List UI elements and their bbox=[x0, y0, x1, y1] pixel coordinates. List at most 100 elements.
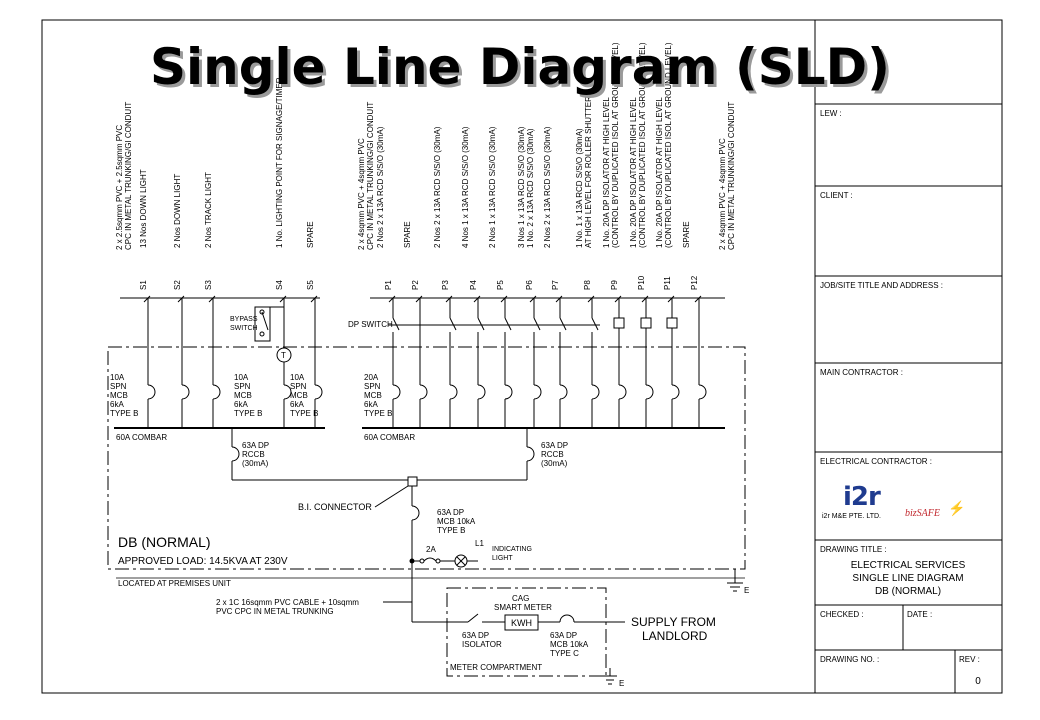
main-mcb-label-1: 63A DP bbox=[437, 508, 464, 517]
circuit-desc-p5-0: 2 Nos 1 x 13A RCD S/S/O (30mA) bbox=[488, 126, 497, 248]
right-rccb-label-1: 63A DP bbox=[541, 441, 568, 450]
main-mcb-label-3: TYPE B bbox=[437, 526, 465, 535]
isolator-p9 bbox=[613, 317, 625, 329]
mcb-p10 bbox=[645, 384, 654, 400]
right-combar-label: 60A COMBAR bbox=[364, 433, 415, 442]
mcb-p5 bbox=[504, 384, 513, 400]
left-cable-spec-1: 2 x 2.5sqmm PVC + 2.5sqmm PVC bbox=[115, 125, 124, 250]
circuit-desc-p8-0: 1 No. 1 x 13A RCD S/S/O (30mA) bbox=[575, 128, 584, 248]
client-label: CLIENT : bbox=[820, 191, 853, 200]
svg-text:10A: 10A bbox=[234, 373, 249, 382]
circuit-desc-p3-0: 2 Nos 2 x 13A RCD S/S/O (30mA) bbox=[433, 126, 442, 248]
isolator-p10 bbox=[640, 317, 652, 329]
circuit-desc-p6-0: 3 Nos 1 x 13A RCD S/S/O (30mA) bbox=[517, 126, 526, 248]
circuit-id-s4: S4 bbox=[275, 280, 284, 290]
svg-text:TYPE B: TYPE B bbox=[234, 409, 262, 418]
svg-text:SPN: SPN bbox=[364, 382, 381, 391]
circuit-desc-p9-1: (CONTROL BY DUPLICATED ISOL AT GROUND LE… bbox=[611, 42, 620, 248]
bypass-switch-label-1: BYPASS bbox=[230, 316, 258, 323]
circuit-id-p8: P8 bbox=[583, 280, 592, 290]
rev-value: 0 bbox=[975, 676, 981, 687]
db-earth-label: E bbox=[744, 586, 749, 595]
kwh-label: KWH bbox=[511, 618, 532, 628]
dp-switch-p7 bbox=[559, 317, 567, 331]
fuse-2a-label: 2A bbox=[426, 545, 436, 554]
meter-mcb-label-2: MCB 10kA bbox=[550, 640, 589, 649]
db-enclosure bbox=[107, 346, 746, 570]
svg-text:6kA: 6kA bbox=[110, 400, 124, 409]
circuit-desc-s1: 13 Nos DOWN LIGHT bbox=[139, 169, 148, 248]
circuit-desc-p9-0: 1 No. 20A DP ISOLATOR AT HIGH LEVEL bbox=[602, 97, 611, 248]
db-name: DB (NORMAL) bbox=[118, 534, 211, 550]
incoming-cable-label-2: PVC CPC IN METAL TRUNKING bbox=[216, 607, 334, 616]
left-rccb-label-2: RCCB bbox=[242, 450, 265, 459]
dp-switch-p4 bbox=[477, 317, 485, 331]
circuit-id-p12: P12 bbox=[690, 275, 699, 290]
svg-text:6kA: 6kA bbox=[234, 400, 248, 409]
l1-label: L1 bbox=[475, 539, 484, 548]
left-cable-spec-2: CPC IN METAL TRUNKING/GI CONDUIT bbox=[124, 102, 133, 250]
svg-text:SPN: SPN bbox=[290, 382, 307, 391]
svg-text:SPN: SPN bbox=[234, 382, 251, 391]
job-label: JOB/SITE TITLE AND ADDRESS : bbox=[820, 281, 943, 290]
circuit-id-p3: P3 bbox=[441, 280, 450, 290]
svg-text:MCB: MCB bbox=[234, 391, 252, 400]
drawing-frame bbox=[41, 19, 1003, 694]
bca-logo-icon: ⚡ bbox=[948, 500, 966, 516]
drawing-title-label: DRAWING TITLE : bbox=[820, 545, 887, 554]
meter-compartment-label: METER COMPARTMENT bbox=[450, 663, 542, 672]
right-rccb-label-2: RCCB bbox=[541, 450, 564, 459]
meter-mcb-label-1: 63A DP bbox=[550, 631, 577, 640]
circuit-desc-s3: 2 Nos TRACK LIGHT bbox=[204, 172, 213, 248]
checked-label: CHECKED : bbox=[820, 610, 864, 619]
svg-text:20A: 20A bbox=[364, 373, 379, 382]
circuit-id-p1: P1 bbox=[384, 280, 393, 290]
svg-text:MCB: MCB bbox=[290, 391, 308, 400]
bi-connector-symbol bbox=[407, 476, 418, 487]
drawing-no-label: DRAWING NO. : bbox=[820, 655, 879, 664]
meter-compartment bbox=[446, 587, 607, 677]
circuit-desc-p11-0: 1 No. 20A DP ISOLATOR AT HIGH LEVEL bbox=[655, 97, 664, 248]
cag-label: CAG bbox=[512, 594, 529, 603]
far-right-cable-spec-2: CPC IN METAL TRUNKING/GI CONDUIT bbox=[727, 102, 736, 250]
circuit-id-s5: S5 bbox=[306, 280, 315, 290]
bi-connector-label: B.I. CONNECTOR bbox=[298, 502, 372, 512]
mcb-20a-labels: 20A SPN MCB 6kA TYPE B bbox=[364, 373, 392, 418]
mcb-s5 bbox=[314, 384, 323, 400]
mcb-p3 bbox=[449, 384, 458, 400]
circuit-id-s3: S3 bbox=[204, 280, 213, 290]
lew-label: LEW : bbox=[820, 109, 842, 118]
indicating-label-1: INDICATING bbox=[492, 546, 532, 553]
mcb-p11 bbox=[671, 384, 680, 400]
i2r-logo: i2r bbox=[843, 482, 881, 512]
company-name: i2r M&E PTE. LTD. bbox=[822, 513, 881, 520]
isolator-label-2: ISOLATOR bbox=[462, 640, 502, 649]
located-label: LOCATED AT PREMISES UNIT bbox=[118, 579, 231, 588]
mcb-p7 bbox=[559, 384, 568, 400]
circuit-id-p7: P7 bbox=[551, 280, 560, 290]
dp-switch-p1 bbox=[392, 317, 400, 331]
rev-label: REV : bbox=[959, 655, 980, 664]
svg-text:TYPE B: TYPE B bbox=[290, 409, 318, 418]
main-mcb-label-2: MCB 10kA bbox=[437, 517, 476, 526]
supply-label-1: SUPPLY FROM bbox=[631, 615, 716, 629]
dp-switch-label: DP SWITCH bbox=[348, 320, 393, 329]
isolator-label-1: 63A DP bbox=[462, 631, 489, 640]
svg-text:TYPE B: TYPE B bbox=[110, 409, 138, 418]
mcb-s1 bbox=[147, 384, 156, 400]
electrical-contractor-label: ELECTRICAL CONTRACTOR : bbox=[820, 457, 932, 466]
mcb-p2 bbox=[419, 384, 428, 400]
svg-text:MCB: MCB bbox=[110, 391, 128, 400]
circuit-id-p6: P6 bbox=[525, 280, 534, 290]
mcb-s2 bbox=[181, 384, 190, 400]
circuit-desc-p6-1: 1 No. 2 x 13A RCD S/S/O (30mA) bbox=[526, 128, 535, 248]
svg-text:10A: 10A bbox=[110, 373, 125, 382]
circuit-id-p9: P9 bbox=[610, 280, 619, 290]
left-rccb-symbol bbox=[231, 446, 240, 462]
main-mcb-symbol bbox=[411, 505, 420, 521]
mcb-10a-labels: 10A SPN MCB 6kA TYPE B 10A SPN MCB 6kA T… bbox=[110, 373, 318, 418]
far-right-cable-spec-1: 2 x 4sqmm PVC + 4sqmm PVC bbox=[718, 138, 727, 250]
